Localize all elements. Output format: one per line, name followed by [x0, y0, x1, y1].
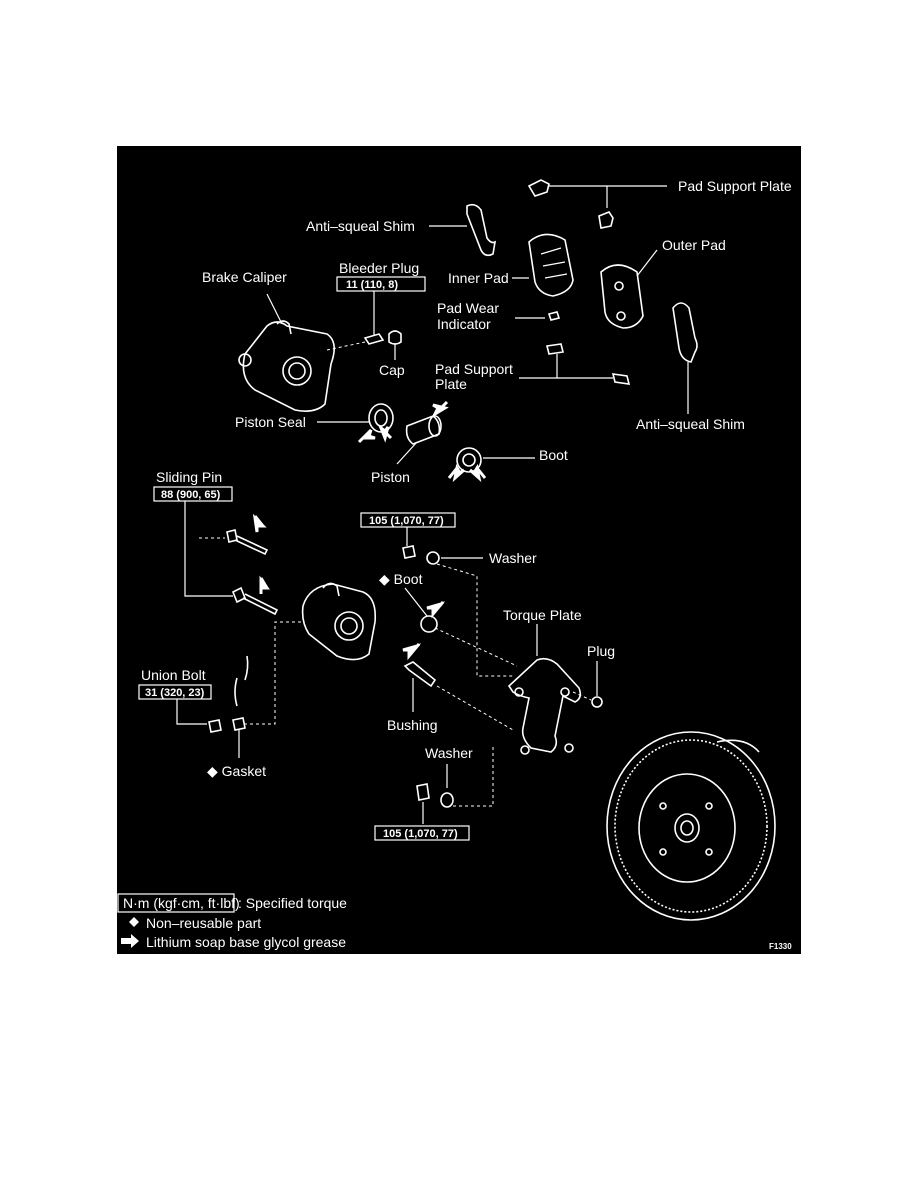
- pad-support-plate-mid-part-2: [611, 373, 631, 385]
- label-brake-caliper: Brake Caliper: [202, 269, 287, 285]
- union-part: [232, 717, 246, 731]
- legend-torque-box: [117, 893, 235, 913]
- label-gasket: ◆ Gasket: [207, 763, 266, 779]
- boot-piston-part: [456, 447, 482, 473]
- outer-pad-part: [600, 264, 644, 329]
- legend-grease-arrow-icon: [121, 934, 139, 948]
- label-union-bolt: Union Bolt: [141, 667, 206, 683]
- torque-bleeder-plug: 11 (110, 8): [346, 279, 398, 291]
- boot-piston-inner: [462, 453, 476, 467]
- brake-hose-part: [234, 655, 249, 707]
- torque-union-bolt: 31 (320, 23): [145, 687, 205, 699]
- label-bushing: Bushing: [387, 717, 438, 733]
- torque-torque-plate-bottom: 105 (1,070, 77): [383, 828, 458, 840]
- sliding-pin-part-1: [226, 529, 269, 556]
- legend-torque-box-text: N·m (kgf·cm, ft·lbf): [123, 895, 240, 911]
- label-pad-support-plate-mid-2: Plate: [435, 376, 467, 392]
- label-inner-pad: Inner Pad: [448, 270, 509, 286]
- legend-non-reusable: Non–reusable part: [146, 915, 261, 931]
- grease-arrow-5: [469, 463, 487, 483]
- bleeder-plug-part: [363, 333, 385, 345]
- caliper-lower-part: [301, 582, 377, 661]
- label-pad-wear-indicator-2: Indicator: [437, 316, 491, 332]
- sliding-pin-part-2: [231, 586, 279, 616]
- torque-box-torque-plate-bottom: [374, 825, 470, 841]
- outer-pad-hole-1: [614, 281, 624, 291]
- brake-disc-part: [606, 731, 776, 921]
- label-anti-squeal-shim-bottom: Anti–squeal Shim: [636, 416, 745, 432]
- label-boot-piston: Boot: [539, 447, 568, 463]
- washer-top-part: [426, 551, 440, 565]
- pad-support-plate-mid-part-1: [546, 343, 564, 355]
- label-torque-plate: Torque Plate: [503, 607, 582, 623]
- torque-box-sliding-pin: [153, 486, 233, 502]
- grease-arrow-4: [447, 463, 465, 483]
- torque-box-union-bolt: [138, 684, 212, 700]
- legend-grease: Lithium soap base glycol grease: [146, 934, 346, 950]
- label-piston-seal: Piston Seal: [235, 414, 306, 430]
- brake-exploded-diagram: Pad Support Plate Anti–squeal Shim Inner…: [117, 146, 801, 954]
- piston-part: [405, 415, 441, 445]
- plug-part: [591, 696, 603, 708]
- grease-arrow-1: [357, 428, 376, 444]
- inner-pad-part: [528, 233, 574, 297]
- piston-face: [428, 415, 442, 437]
- label-piston: Piston: [371, 469, 410, 485]
- bolt-top-part: [402, 545, 416, 559]
- legend-diamond-icon: [129, 917, 139, 927]
- grease-arrow-pin-1: [252, 513, 267, 533]
- torque-torque-plate-top: 105 (1,070, 77): [369, 515, 444, 527]
- grease-arrow-boot: [426, 601, 446, 619]
- piston-seal-inner: [374, 409, 388, 427]
- label-pad-support-plate-mid-1: Pad Support: [435, 361, 513, 377]
- anti-squeal-shim-bottom-part: [672, 302, 698, 363]
- label-plug: Plug: [587, 643, 615, 659]
- legend-torque-text: : Specified torque: [238, 895, 347, 911]
- union-bolt-part: [208, 719, 222, 733]
- washer-bottom-part: [440, 792, 454, 808]
- label-outer-pad: Outer Pad: [662, 237, 726, 253]
- anti-squeal-shim-top-part: [466, 203, 497, 257]
- pad-wear-indicator-part: [547, 311, 561, 321]
- label-sliding-pin: Sliding Pin: [156, 469, 222, 485]
- label-washer-top: Washer: [489, 550, 537, 566]
- bushing-part: [403, 661, 437, 688]
- torque-plate-part: [507, 657, 582, 755]
- grease-arrow-bushing: [402, 643, 422, 661]
- cap-part: [388, 330, 402, 345]
- label-anti-squeal-shim-top: Anti–squeal Shim: [306, 218, 415, 234]
- outer-pad-hole-2: [616, 311, 626, 321]
- grease-arrow-2: [377, 423, 393, 443]
- torque-box-torque-plate-top: [360, 512, 456, 528]
- grease-arrow-pin-2: [259, 575, 270, 594]
- torque-sliding-pin: 88 (900, 65): [161, 489, 221, 501]
- bolt-bottom-part: [416, 783, 430, 801]
- torque-box-bleeder-plug: [336, 276, 426, 292]
- brake-caliper-part: [238, 320, 335, 412]
- figure-code: F1330: [769, 942, 792, 951]
- label-cap: Cap: [379, 362, 405, 378]
- grease-arrow-3: [431, 400, 449, 418]
- pad-support-plate-top-part: [527, 179, 667, 229]
- label-washer-bottom: Washer: [425, 745, 473, 761]
- label-bleeder-plug: Bleeder Plug: [339, 260, 419, 276]
- boot-pin-part: [420, 615, 438, 633]
- label-boot-pin: ◆ Boot: [379, 571, 423, 587]
- label-pad-wear-indicator-1: Pad Wear: [437, 300, 499, 316]
- label-pad-support-plate-top: Pad Support Plate: [678, 178, 792, 194]
- diagram-svg: Pad Support Plate Anti–squeal Shim Inner…: [117, 178, 792, 951]
